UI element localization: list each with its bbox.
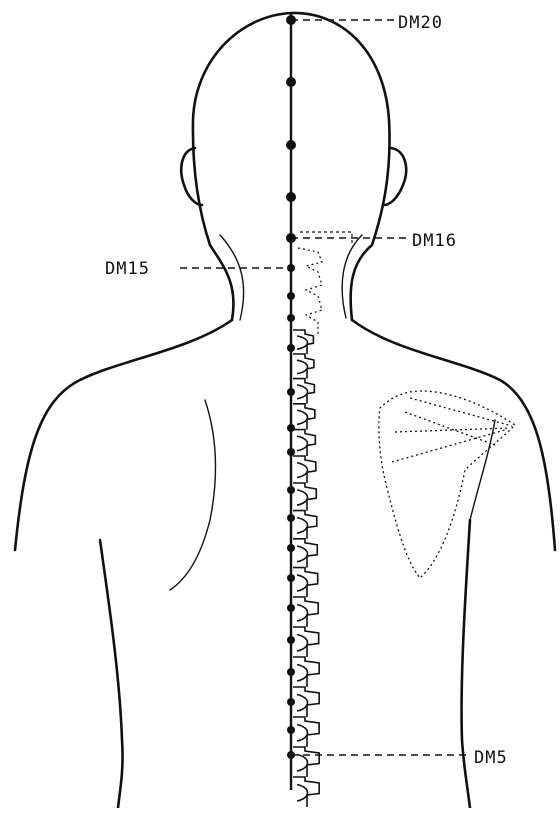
label-dm16: DM16 [412,231,457,251]
vertebra [293,430,315,456]
vertebra-body [297,436,308,451]
acupoint-dot [286,192,296,202]
left-shoulder [15,320,232,550]
vertebra [293,717,319,747]
vertebra-body [297,785,308,802]
vertebra-body [297,725,308,742]
vertebra [293,777,319,807]
left-neck-muscle [220,235,244,320]
acupoint-dot [287,314,295,322]
vertebra-body [297,575,308,591]
neck-left [210,245,233,320]
vertebra [293,330,313,354]
acupoint-dot [287,388,295,396]
acupoint-dot [287,292,295,300]
vertebra [293,483,316,511]
acupoint-dot [287,344,295,352]
vertebra [293,747,319,777]
vertebra-body [297,605,308,622]
label-dm20: DM20 [398,13,443,33]
vertebra [293,627,319,657]
vertebra-body [297,360,308,374]
vertebra-body [297,336,308,349]
vertebra [293,379,314,404]
scapula-outline [379,391,515,578]
neck-right [351,245,372,320]
acupoint-dot [286,140,296,150]
acupoint-dot [287,514,295,522]
vertebra-body [297,695,308,712]
vertebra-body [297,635,308,652]
vertebra [293,354,314,379]
vertebra-body [297,463,308,478]
vertebra-body [297,665,308,682]
right-torso-side [462,520,470,808]
acupoint-dot [287,486,295,494]
label-dm5: DM5 [474,748,508,768]
acupoint-dot [287,424,295,432]
left-scapula-contour [170,400,215,590]
vertebra [293,597,318,627]
vertebra [293,539,317,568]
acupoint-dot [287,668,295,676]
acupoint-dot [286,77,296,87]
left-torso-side [100,540,123,808]
vertebra [293,456,316,483]
vertebra [293,657,319,687]
scapula-spine-1 [410,398,512,426]
vertebral-column [293,330,319,807]
acupoint-dot [287,544,295,552]
label-dm15: DM15 [105,259,150,279]
scapula-spine-3 [392,430,505,462]
vertebra [293,687,319,717]
vertebra-body [297,755,308,772]
cervical-spine-dotted [298,248,322,335]
right-back-contour [470,420,495,520]
acupoint-dot [287,604,295,612]
vertebra-body [297,410,308,424]
vertebra [293,511,317,539]
acupoint-dot [287,636,295,644]
acupoint-dot [287,726,295,734]
vertebra-body [297,490,308,505]
vertebra [293,404,315,430]
acupoint-dot [287,698,295,706]
vertebra-body [297,518,308,534]
vertebra [293,568,318,597]
acupoint-dot [287,574,295,582]
vertebra-body [297,385,308,399]
vertebra-body [297,546,308,562]
acupoint-dot [287,448,295,456]
